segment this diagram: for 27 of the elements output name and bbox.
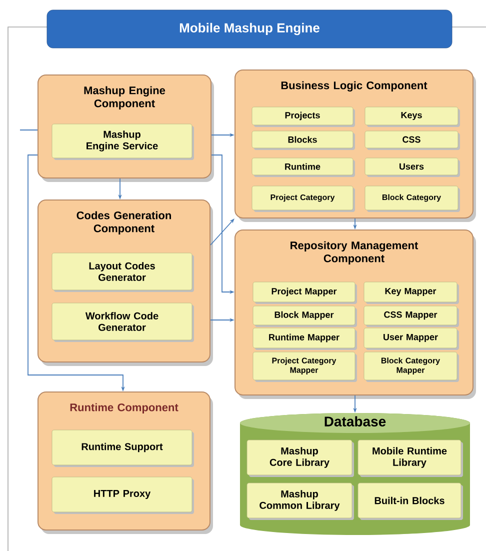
item-box: Project Category Mapper: [252, 352, 357, 382]
item-box: User Mapper: [364, 328, 459, 350]
item-box: Workflow Code Generator: [52, 302, 194, 342]
item-box: Built-in Blocks: [358, 482, 463, 520]
item-box: Runtime: [252, 158, 355, 177]
item-box: Mashup Engine Service: [52, 124, 194, 160]
item-box: Block Category Mapper: [364, 352, 459, 382]
title-banner: Mobile Mashup Engine: [46, 10, 452, 48]
item-box: Project Category: [252, 186, 355, 212]
item-box: CSS Mapper: [364, 306, 459, 327]
item-box: Blocks: [252, 130, 355, 150]
item-box: HTTP Proxy: [52, 476, 194, 514]
item-box: Mashup Common Library: [246, 482, 354, 520]
item-box: Users: [364, 158, 460, 177]
item-box: Projects: [252, 106, 355, 127]
arrow: [210, 218, 234, 246]
item-box: Block Category: [364, 186, 460, 212]
item-box: Layout Codes Generator: [52, 252, 194, 292]
item-box: Runtime Support: [52, 430, 194, 467]
item-box: Mobile Runtime Library: [358, 440, 463, 477]
item-box: Key Mapper: [364, 282, 459, 304]
item-box: Keys: [364, 106, 460, 127]
item-box: CSS: [364, 130, 460, 150]
item-box: Project Mapper: [252, 282, 357, 304]
item-box: Runtime Mapper: [252, 328, 357, 350]
item-box: Block Mapper: [252, 306, 357, 327]
item-box: Mashup Core Library: [246, 440, 354, 477]
